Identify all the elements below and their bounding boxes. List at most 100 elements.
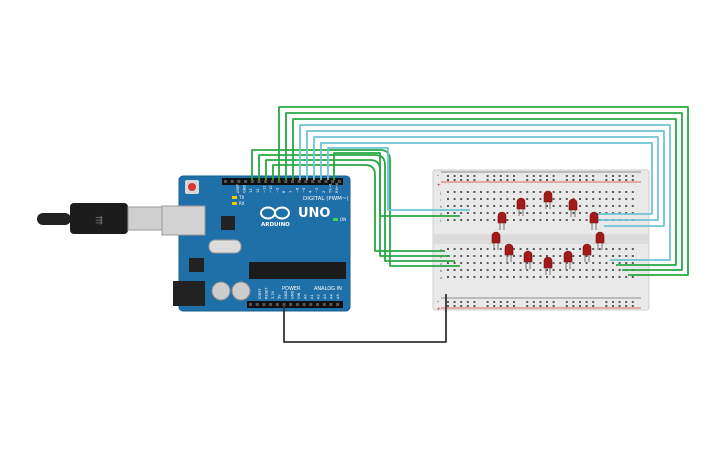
breadboard-hole	[513, 305, 515, 307]
wire[interactable]	[327, 147, 470, 211]
breadboard-hole	[473, 255, 476, 257]
led-body	[516, 197, 526, 210]
breadboard-hole	[579, 212, 581, 214]
rail-plus-label-bottom: +	[437, 307, 441, 313]
tx-led-label: TX	[238, 195, 244, 200]
voltage-regulator	[189, 258, 204, 272]
breadboard-hole	[625, 255, 628, 257]
wire[interactable]	[320, 142, 653, 215]
breadboard-hole	[625, 175, 628, 177]
row-letter-label: i	[440, 197, 441, 202]
breadboard-hole	[546, 255, 548, 257]
led[interactable]	[497, 211, 507, 230]
led[interactable]	[491, 231, 501, 250]
breadboard-hole	[625, 205, 628, 207]
breadboard-hole	[466, 248, 469, 250]
wire[interactable]	[313, 136, 659, 221]
wire[interactable]	[272, 164, 445, 252]
led-heart[interactable]	[491, 190, 605, 275]
led[interactable]	[523, 250, 533, 269]
led[interactable]	[568, 198, 578, 217]
bottom-pin-label: A4	[330, 294, 334, 299]
breadboard-hole	[546, 175, 548, 177]
breadboard-hole	[625, 198, 628, 200]
usb-cable-strain-relief	[37, 213, 71, 225]
breadboard-hole	[579, 205, 581, 207]
digital-header[interactable]	[222, 178, 343, 185]
digital-pin-label: ~10	[269, 185, 273, 193]
breadboard-hole	[447, 262, 449, 264]
digital-pin-label: 12	[256, 188, 260, 193]
wire[interactable]	[258, 154, 455, 262]
breadboard-hole	[546, 269, 548, 271]
led[interactable]	[589, 211, 599, 230]
breadboard-hole	[572, 305, 575, 307]
breadboard-hole	[585, 198, 588, 200]
wire[interactable]	[285, 112, 683, 271]
breadboard-hole	[539, 212, 542, 214]
breadboard-hole	[579, 305, 581, 307]
breadboard-hole	[466, 276, 469, 278]
breadboard-hole	[453, 191, 456, 193]
breadboard-hole	[532, 301, 535, 303]
wires[interactable]	[251, 106, 689, 343]
breadboard-hole	[460, 305, 463, 307]
breadboard-hole	[473, 305, 476, 307]
led[interactable]	[504, 243, 514, 262]
led-body	[504, 243, 514, 256]
usb-cable[interactable]: ⇶	[37, 203, 163, 234]
breadboard-hole	[506, 262, 509, 264]
breadboard-hole	[499, 175, 502, 177]
led[interactable]	[516, 197, 526, 216]
breadboard-hole	[598, 198, 601, 200]
digital-pin-row	[224, 180, 341, 183]
led[interactable]	[582, 243, 592, 262]
breadboard-hole	[532, 248, 535, 250]
breadboard-hole	[447, 198, 449, 200]
breadboard-hole	[572, 262, 575, 264]
on-led-label: ON	[340, 217, 346, 222]
breadboard-hole	[625, 276, 628, 278]
breadboard-hole	[552, 175, 555, 177]
breadboard-hole	[539, 219, 542, 221]
led-body	[589, 211, 599, 224]
breadboard-hole	[499, 205, 502, 207]
atmega-chip	[249, 262, 346, 279]
bottom-header[interactable]	[247, 301, 343, 308]
breadboard-hole	[552, 301, 555, 303]
header-pin	[224, 180, 227, 183]
breadboard-hole	[565, 175, 568, 177]
breadboard-hole	[539, 179, 542, 181]
wire[interactable]	[283, 294, 447, 343]
wire[interactable]	[299, 124, 671, 261]
breadboard-hole	[598, 212, 601, 214]
breadboard-hole	[466, 175, 469, 177]
breadboard-hole	[447, 301, 449, 303]
breadboard-hole	[499, 248, 502, 250]
breadboard-hole	[605, 191, 608, 193]
breadboard-hole	[612, 276, 614, 278]
breadboard-hole	[585, 269, 588, 271]
led[interactable]	[543, 256, 553, 275]
wire[interactable]	[306, 130, 665, 227]
breadboard-hole	[473, 219, 476, 221]
breadboard-hole	[559, 198, 562, 200]
wire[interactable]	[292, 118, 677, 266]
led[interactable]	[595, 231, 605, 250]
breadboard-hole	[519, 276, 522, 278]
breadboard-hole	[539, 305, 542, 307]
wire[interactable]	[333, 152, 460, 217]
led[interactable]	[563, 250, 573, 269]
breadboard-hole	[493, 305, 496, 307]
breadboard-hole	[466, 179, 469, 181]
breadboard-hole	[565, 179, 568, 181]
led[interactable]	[543, 190, 553, 209]
wire[interactable]	[278, 106, 689, 276]
breadboard-hole	[605, 301, 608, 303]
breadboard-hole	[466, 255, 469, 257]
breadboard-hole	[605, 198, 608, 200]
breadboard-hole	[579, 276, 581, 278]
breadboard-hole	[592, 205, 595, 207]
